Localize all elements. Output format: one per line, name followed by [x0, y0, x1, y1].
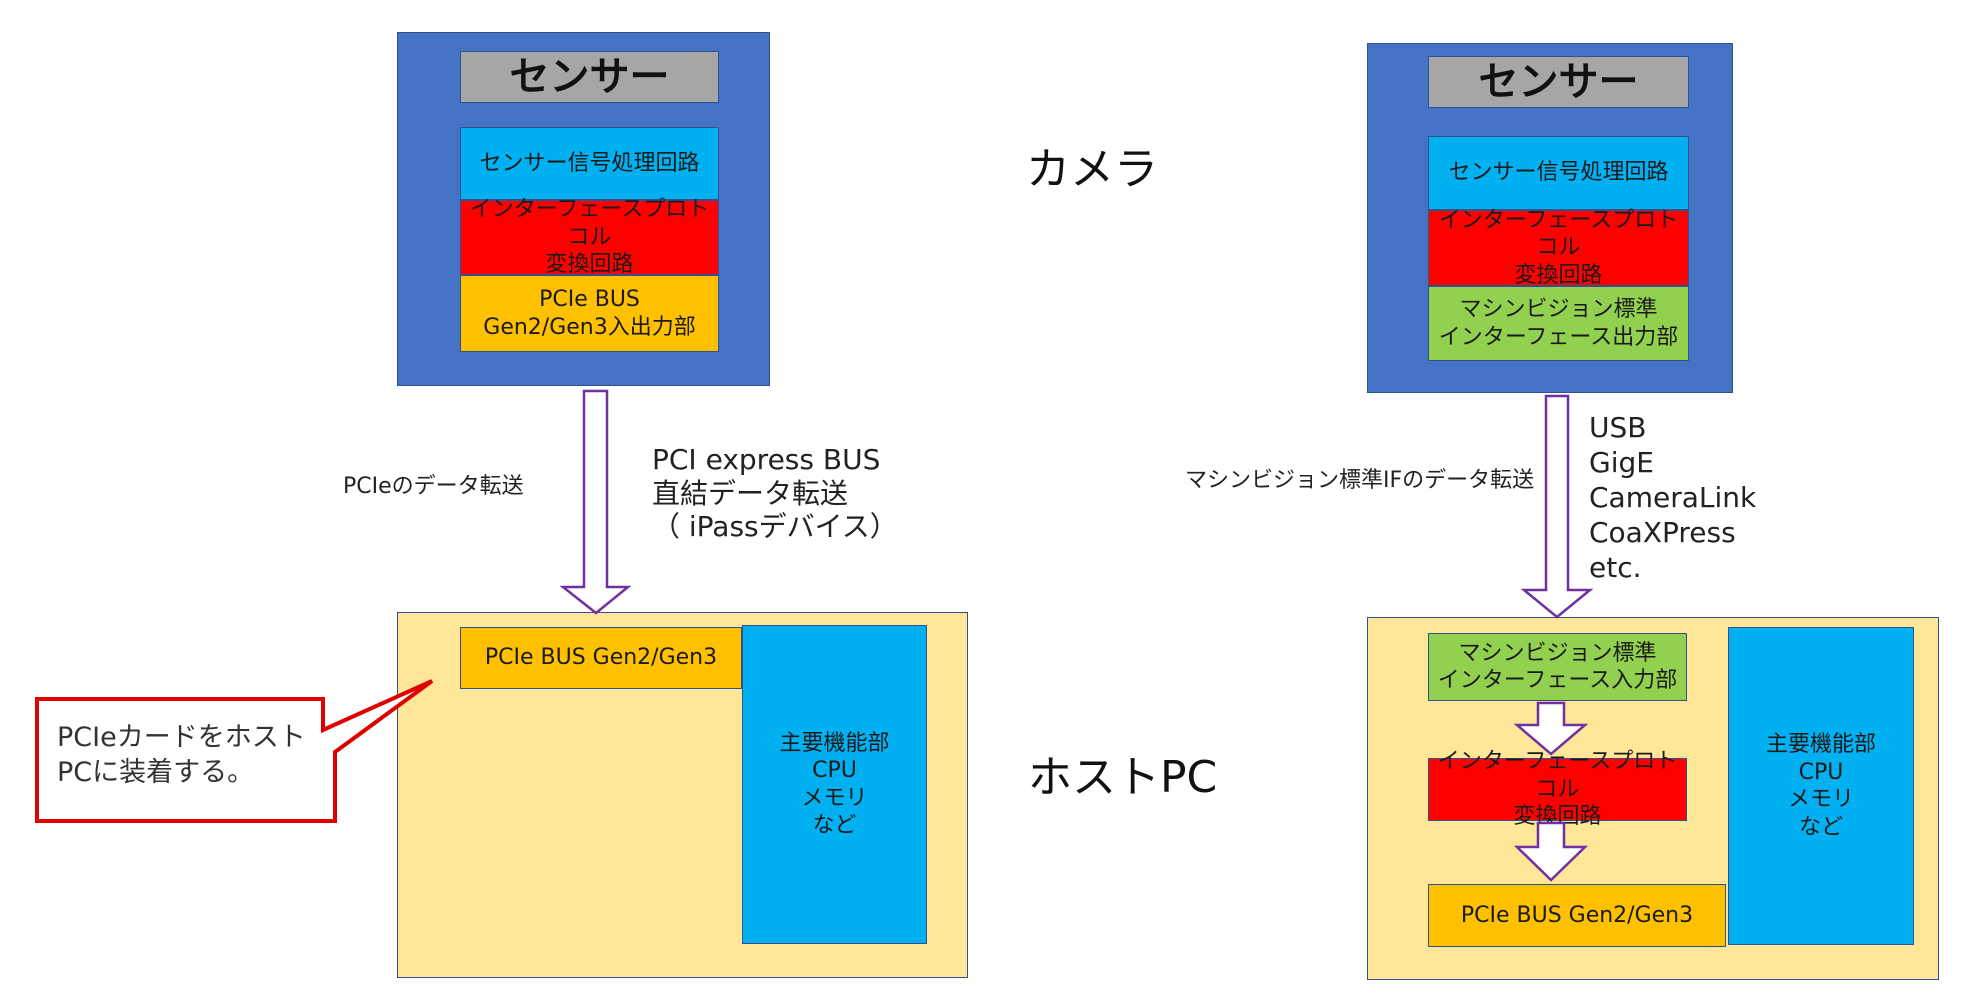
right-host-pcie-bus-block: PCIe BUS Gen2/Gen3 — [1428, 884, 1726, 947]
left-pcie-io-block: PCIe BUS Gen2/Gen3入出力部 — [460, 275, 719, 352]
right-host-arrow-2 — [1513, 821, 1589, 882]
left-signal-processing-block: センサー信号処理回路 — [460, 127, 719, 200]
right-mv-output-block: マシンビジョン標準 インターフェース出力部 — [1428, 286, 1689, 361]
right-sensor-block: センサー — [1428, 56, 1689, 108]
left-transfer-note: PCI express BUS 直結データ転送 （ iPassデバイス） — [652, 443, 898, 544]
host-pc-label: ホストPC — [1028, 752, 1218, 803]
left-sensor-block: センサー — [460, 51, 719, 103]
left-transfer-label: PCIeのデータ転送 — [343, 474, 524, 499]
camera-label: カメラ — [1026, 144, 1158, 195]
left-host-main-function-block: 主要機能部 CPU メモリ など — [742, 625, 927, 944]
right-host-main-function-block: 主要機能部 CPU メモリ など — [1728, 627, 1914, 945]
left-protocol-conversion-block: インターフェースプロトコル 変換回路 — [460, 197, 719, 277]
callout-bubble — [35, 679, 434, 823]
right-transfer-label: マシンビジョン標準IFのデータ転送 — [1185, 468, 1535, 493]
right-host-mv-input-block: マシンビジョン標準 インターフェース入力部 — [1428, 633, 1687, 701]
right-signal-processing-block: センサー信号処理回路 — [1428, 136, 1689, 210]
right-interface-list: USB GigE CameraLink CoaXPress etc. — [1589, 411, 1757, 584]
right-transfer-arrow — [1520, 394, 1594, 619]
callout-text: PCIeカードをホスト PCに装着する。 — [57, 722, 306, 789]
left-host-pcie-bus-block: PCIe BUS Gen2/Gen3 — [460, 627, 742, 689]
right-host-arrow-1 — [1513, 701, 1589, 756]
left-transfer-arrow — [559, 389, 632, 615]
right-protocol-conversion-block: インターフェースプロトコル 変換回路 — [1428, 208, 1689, 288]
